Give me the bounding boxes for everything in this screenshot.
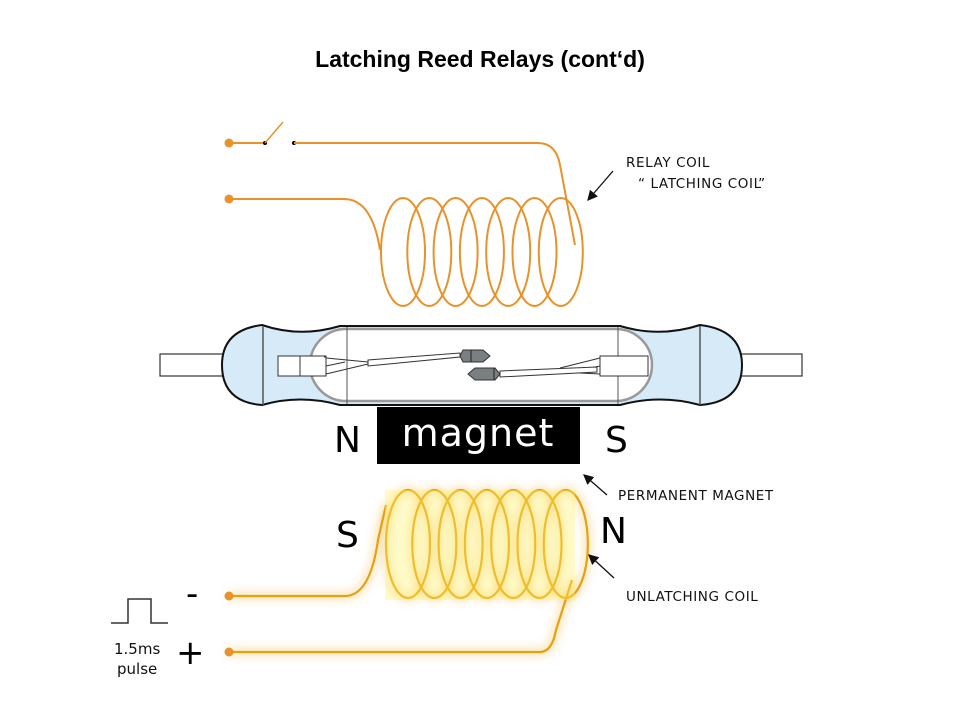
switch-lever[interactable] xyxy=(264,121,284,144)
terminal-plus-sign: + xyxy=(176,633,205,673)
terminal-minus-sign: - xyxy=(186,574,198,614)
lead-right xyxy=(732,353,803,377)
lead-left xyxy=(159,353,229,377)
unlatching-coil-label: UNLATCHING COIL xyxy=(626,589,758,605)
latching-coil-turns xyxy=(380,197,584,307)
permanent-magnet: magnet xyxy=(377,407,580,464)
wire-minus xyxy=(229,504,388,598)
pulse-waveform-icon xyxy=(111,598,168,624)
relay-coil-label: RELAY COIL xyxy=(626,155,710,171)
latching-coil-label: “ LATCHING COIL” xyxy=(638,176,766,192)
coil-turn xyxy=(485,197,532,307)
latching-coil-circuit xyxy=(224,121,584,307)
coil-turn xyxy=(458,197,505,307)
reed-base-right xyxy=(599,355,649,377)
magnet-south-pole: S xyxy=(605,420,628,461)
reed-blade-right xyxy=(499,366,598,378)
coil-turn xyxy=(437,488,484,600)
coil-turn xyxy=(463,488,510,600)
wire-plus xyxy=(229,579,574,654)
pulse-label: pulse xyxy=(117,660,157,678)
coil-glow-field xyxy=(385,490,575,600)
coil-turn xyxy=(406,197,453,307)
coil-turn xyxy=(542,488,589,600)
coil-turn xyxy=(511,197,558,307)
terminal-dot-minus[interactable] xyxy=(224,591,234,601)
magnet-bar xyxy=(377,407,580,464)
magnet-label: magnet xyxy=(402,411,555,455)
pulse-duration-label: 1.5ms xyxy=(114,640,160,658)
terminal-dot-plus[interactable] xyxy=(224,647,234,657)
coil-turn xyxy=(384,488,432,600)
coil-turn xyxy=(516,488,563,600)
coil-turn xyxy=(380,197,426,307)
unlatching-coil-turns xyxy=(384,488,589,600)
reed-contact-left xyxy=(459,349,491,363)
relay-coil-arrow xyxy=(587,170,614,201)
permanent-magnet-label: PERMANENT MAGNET xyxy=(618,488,774,504)
wire-to-coil xyxy=(294,142,576,246)
permanent-magnet-arrow xyxy=(583,474,608,496)
coil-turn xyxy=(432,197,479,307)
reed-contact-right xyxy=(467,367,501,381)
coil-turn xyxy=(490,488,537,600)
magnet-north-pole: N xyxy=(334,420,361,461)
reed-switch xyxy=(159,323,803,407)
coil-south-pole: S xyxy=(336,515,359,556)
coil-north-pole: N xyxy=(600,511,627,552)
unlatching-coil-arrow xyxy=(588,554,615,579)
coil-turn xyxy=(537,197,584,307)
slide-title: Latching Reed Relays (cont‘d) xyxy=(315,46,645,72)
wire-to-coil-start xyxy=(229,198,381,251)
coil-turn xyxy=(411,488,458,600)
unlatching-coil-circuit xyxy=(229,488,589,654)
